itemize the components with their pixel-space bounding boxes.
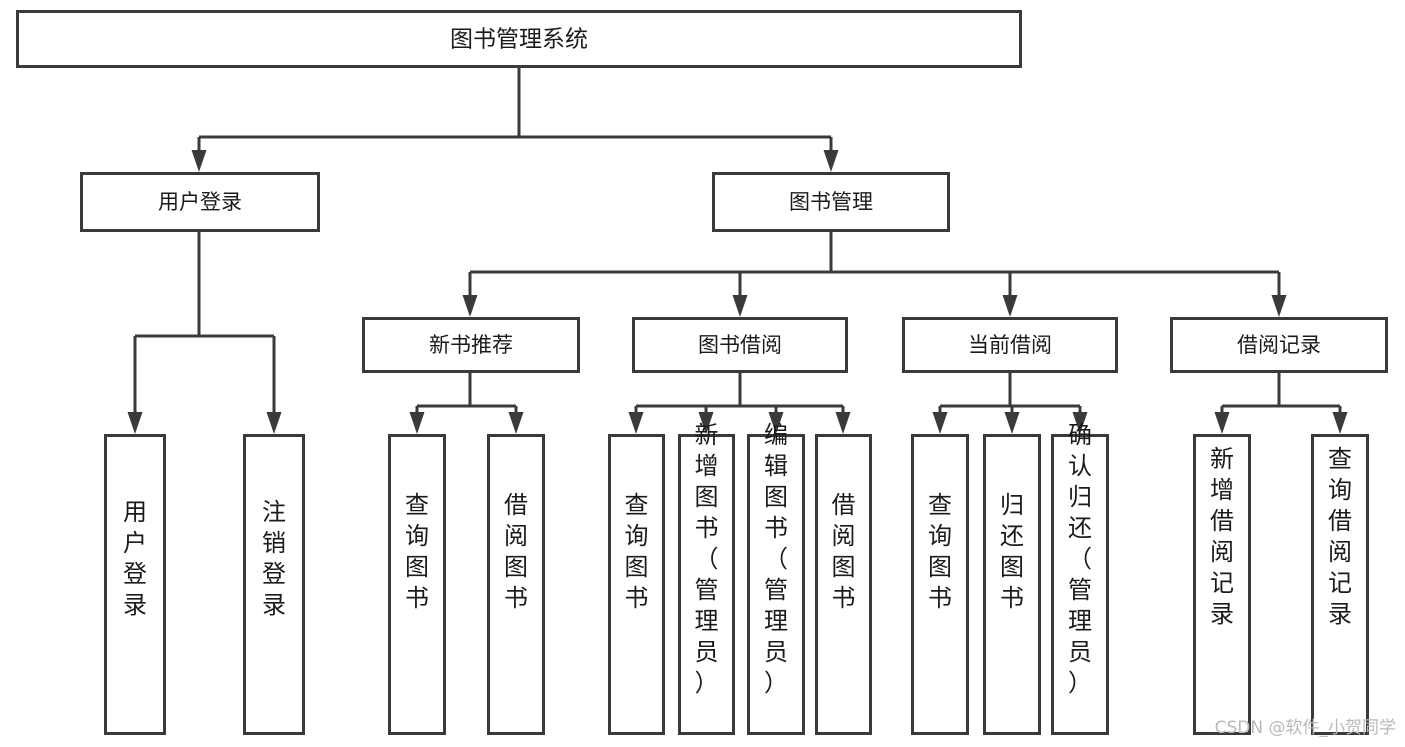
node-box[interactable]: [608, 434, 665, 735]
node-box[interactable]: [1051, 434, 1109, 735]
node-leaf-6[interactable]: 编辑图书（管理员）: [747, 421, 805, 735]
arrowhead-icon: [1002, 295, 1018, 317]
node-box[interactable]: [815, 434, 872, 735]
arrowhead-icon: [835, 412, 851, 434]
node-box[interactable]: [1311, 434, 1369, 735]
node-box[interactable]: [632, 317, 848, 373]
node-leaf-3[interactable]: 借阅图书: [487, 434, 545, 735]
node-label: 图书借阅: [698, 333, 782, 357]
node-box[interactable]: [16, 10, 1022, 68]
node-label: 查询图书: [928, 491, 952, 612]
node-label: 查询图书: [625, 491, 649, 612]
node-leaf-4[interactable]: 查询图书: [608, 434, 665, 735]
node-box[interactable]: [1170, 317, 1388, 373]
node-leaf-0[interactable]: 用户登录: [104, 434, 166, 735]
node-level2-2[interactable]: 当前借阅: [902, 317, 1118, 373]
arrowhead-icon: [823, 150, 839, 172]
node-label: 借阅记录: [1237, 333, 1321, 357]
arrowhead-icon: [932, 412, 948, 434]
node-level2-1[interactable]: 图书借阅: [632, 317, 848, 373]
node-label: 确认归还（管理员）: [1068, 421, 1092, 697]
node-leaf-5[interactable]: 新增图书（管理员）: [678, 421, 735, 735]
node-leaf-12[interactable]: 查询借阅记录: [1311, 434, 1369, 735]
arrowhead-icon: [191, 150, 207, 172]
node-box[interactable]: [243, 434, 305, 735]
arrowhead-icon: [1214, 412, 1230, 434]
node-box[interactable]: [712, 172, 950, 232]
watermark-text: CSDN @软件_小贺同学: [1215, 718, 1396, 738]
arrowhead-icon: [1332, 412, 1348, 434]
node-box[interactable]: [1193, 434, 1251, 735]
node-box[interactable]: [362, 317, 580, 373]
connector-borrow-to-leaves: [628, 373, 851, 434]
connector-login-to-leaves: [127, 232, 282, 434]
node-layer: 图书管理系统用户登录图书管理新书推荐图书借阅当前借阅借阅记录用户登录注销登录查询…: [16, 10, 1388, 735]
arrowhead-icon: [266, 412, 282, 434]
arrowhead-icon: [628, 412, 644, 434]
node-label: 图书管理系统: [450, 27, 588, 53]
arrowhead-icon: [462, 295, 478, 317]
node-label: 归还图书: [1000, 491, 1024, 612]
node-leaf-10[interactable]: 确认归还（管理员）: [1051, 421, 1109, 735]
node-leaf-2[interactable]: 查询图书: [388, 434, 446, 735]
node-label: 新书推荐: [429, 333, 513, 357]
node-leaf-1[interactable]: 注销登录: [243, 434, 305, 735]
connector-newbooks-to-leaves: [409, 373, 524, 434]
arrowhead-icon: [1271, 295, 1287, 317]
node-level1-1[interactable]: 图书管理: [712, 172, 950, 232]
node-box[interactable]: [747, 434, 805, 735]
node-leaf-7[interactable]: 借阅图书: [815, 434, 872, 735]
connector-layer: [127, 68, 1348, 434]
node-leaf-8[interactable]: 查询图书: [911, 434, 969, 735]
node-label: 编辑图书（管理员）: [764, 421, 788, 697]
node-label: 新增图书（管理员）: [695, 421, 719, 697]
node-label: 用户登录: [123, 498, 147, 619]
node-box[interactable]: [902, 317, 1118, 373]
arrowhead-icon: [732, 295, 748, 317]
node-box[interactable]: [678, 434, 735, 735]
arrowhead-icon: [409, 412, 425, 434]
node-label: 查询借阅记录: [1328, 445, 1352, 628]
node-label: 借阅图书: [504, 491, 528, 612]
node-level2-0[interactable]: 新书推荐: [362, 317, 580, 373]
node-label: 当前借阅: [968, 333, 1052, 357]
node-label: 借阅图书: [832, 491, 856, 612]
node-box[interactable]: [911, 434, 969, 735]
node-leaf-9[interactable]: 归还图书: [983, 434, 1041, 735]
node-label: 图书管理: [789, 190, 873, 214]
node-box[interactable]: [388, 434, 446, 735]
node-box[interactable]: [983, 434, 1041, 735]
node-label: 注销登录: [262, 498, 286, 619]
connector-records-to-leaves: [1214, 373, 1348, 434]
arrowhead-icon: [1004, 412, 1020, 434]
arrowhead-icon: [768, 412, 784, 434]
node-level2-3[interactable]: 借阅记录: [1170, 317, 1388, 373]
node-root[interactable]: 图书管理系统: [16, 10, 1022, 68]
node-label: 用户登录: [158, 190, 242, 214]
node-leaf-11[interactable]: 新增借阅记录: [1193, 434, 1251, 735]
node-label: 查询图书: [405, 491, 429, 612]
node-box[interactable]: [80, 172, 320, 232]
connector-current-to-leaves: [932, 373, 1088, 434]
node-level1-0[interactable]: 用户登录: [80, 172, 320, 232]
node-box[interactable]: [487, 434, 545, 735]
arrowhead-icon: [1072, 412, 1088, 434]
arrowhead-icon: [698, 412, 714, 434]
arrowhead-icon: [508, 412, 524, 434]
connector-root-to-level1: [191, 68, 839, 172]
node-label: 新增借阅记录: [1210, 445, 1234, 628]
connector-books-to-level2: [462, 232, 1287, 317]
arrowhead-icon: [127, 412, 143, 434]
node-box[interactable]: [104, 434, 166, 735]
